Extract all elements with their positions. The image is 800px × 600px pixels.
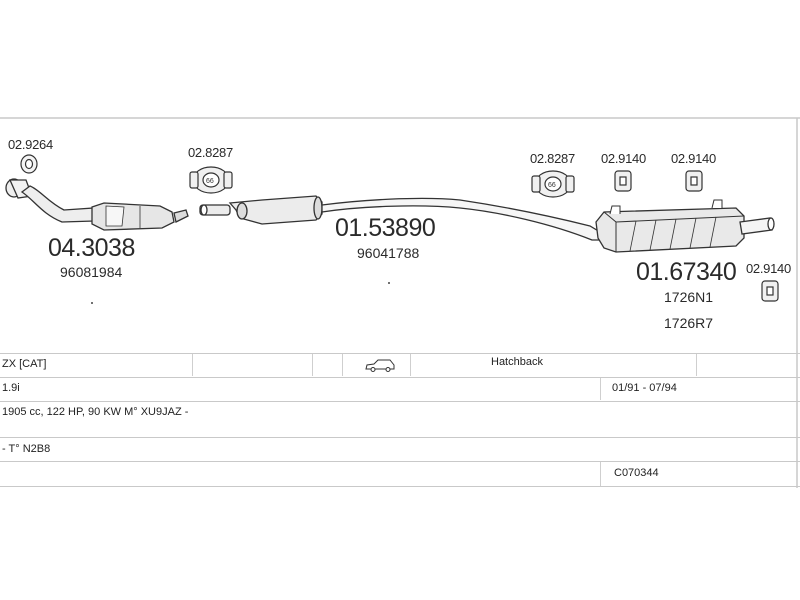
type-code-cell: - T° N2B8: [2, 443, 51, 455]
oe-number-front-pipe: 96081984: [60, 264, 123, 280]
model-cell: ZX [CAT]: [2, 358, 47, 370]
production-cell: 01/91 - 07/94: [612, 382, 677, 394]
table-row: C070344: [0, 461, 800, 487]
part-number-gasket: 02.9264: [8, 137, 53, 152]
divider: [600, 378, 601, 400]
rear-silencer[interactable]: [595, 199, 775, 253]
table-row: 1905 cc, 122 HP, 90 KW M° XU9JAZ -: [0, 401, 800, 424]
divider: [312, 354, 313, 376]
clamp-right-02-8287[interactable]: [531, 170, 575, 198]
engine-cell: 1.9i: [2, 382, 20, 394]
part-number-front-pipe: 04.3038: [48, 234, 135, 262]
part-number-middle-silencer: 01.53890: [335, 214, 436, 242]
catalog-code-cell: C070344: [614, 467, 659, 479]
car-silhouette-icon: [365, 359, 395, 372]
table-row: ZX [CAT] Hatchback: [0, 353, 800, 376]
divider: [342, 354, 343, 376]
part-number-hanger-1: 02.9140: [601, 151, 646, 166]
clamp-left-mark: 66: [206, 178, 214, 185]
part-number-rear-silencer: 01.67340: [636, 258, 737, 286]
hanger-3-02-9140[interactable]: [761, 280, 779, 302]
middle-pipe-with-silencer[interactable]: [199, 195, 601, 241]
front-pipe-with-catalyst[interactable]: [5, 178, 189, 231]
hanger-1-02-9140[interactable]: [614, 170, 632, 192]
hanger-2-02-9140[interactable]: [685, 170, 703, 192]
reference-dot: [388, 282, 390, 284]
oe-number-rear-silencer-1: 1726N1: [664, 289, 714, 305]
divider: [696, 354, 697, 376]
oe-number-middle-silencer: 96041788: [357, 245, 420, 261]
divider: [192, 354, 193, 376]
divider: [600, 462, 601, 486]
spec-cell: 1905 cc, 122 HP, 90 KW M° XU9JAZ -: [2, 406, 189, 418]
clamp-left-02-8287[interactable]: [189, 166, 233, 194]
table-row: - T° N2B8: [0, 437, 800, 462]
vehicle-info-table: ZX [CAT] Hatchback 1.9i 01/91 - 07/94 19…: [0, 353, 800, 487]
part-number-clamp-left: 02.8287: [188, 145, 233, 160]
reference-dot: [91, 302, 93, 304]
body-type-cell: Hatchback: [491, 356, 543, 368]
part-number-hanger-3: 02.9140: [746, 261, 791, 276]
part-number-hanger-2: 02.9140: [671, 151, 716, 166]
divider: [410, 354, 411, 376]
clamp-right-mark: 66: [548, 182, 556, 189]
table-row: 1.9i 01/91 - 07/94: [0, 377, 800, 400]
part-number-clamp-right: 02.8287: [530, 151, 575, 166]
oe-number-rear-silencer-2: 1726R7: [664, 315, 714, 331]
gasket-02-9264[interactable]: [20, 154, 38, 174]
